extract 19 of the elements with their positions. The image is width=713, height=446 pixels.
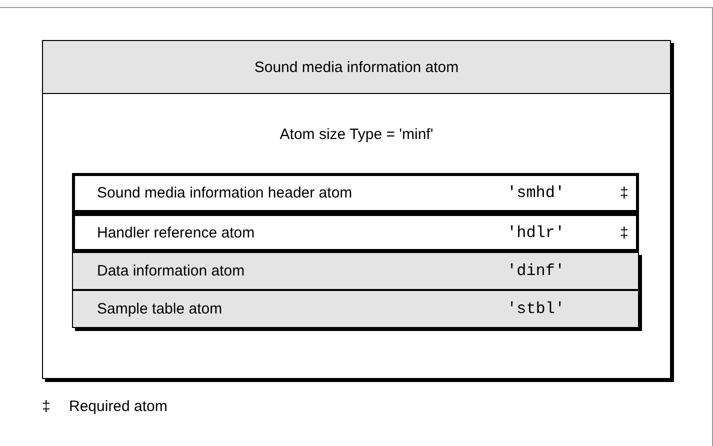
atom-type-code: 'dinf': [507, 262, 565, 280]
atom-heading: Sound media information atom: [254, 58, 459, 76]
child-atom-row: [72, 173, 639, 213]
child-atom-row: [72, 213, 639, 252]
legend-note: Required atom: [69, 398, 168, 415]
required-symbol: ‡: [42, 398, 50, 415]
required-mark: ‡: [620, 184, 628, 202]
atom-type-code: 'smhd': [507, 184, 565, 202]
atom-row-name: Data information atom: [97, 262, 245, 280]
atom-row-name: Handler reference atom: [97, 224, 255, 241]
atom-row-name: Sound media information header atom: [97, 184, 352, 202]
atom-row-name: Sample table atom: [97, 300, 222, 318]
atom-description: Atom size Type = 'minf': [278, 125, 434, 145]
atom-type-code: 'hdlr': [507, 224, 565, 242]
atom-type-code: 'stbl': [507, 300, 565, 318]
container-atom-box: [42, 40, 671, 379]
child-atom-row: [72, 252, 639, 290]
required-mark: ‡: [620, 224, 628, 241]
child-atom-row: [72, 290, 639, 328]
